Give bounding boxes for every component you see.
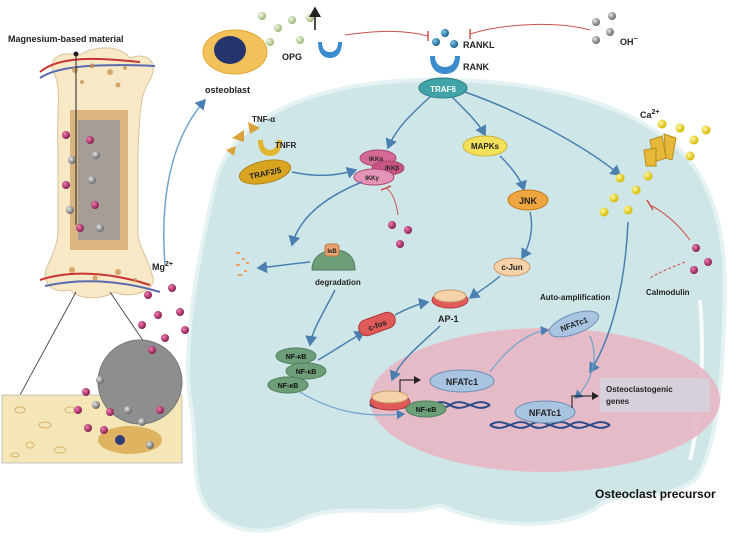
calcium-ions-outside [657, 119, 711, 161]
tnfr-label: TNFR [275, 141, 297, 150]
mg-label: Mg2+ [152, 261, 173, 272]
material-label: Magnesium-based material [8, 34, 124, 44]
rank-label: RANK [463, 62, 489, 72]
cell-type-label: Osteoclast precursor [595, 487, 716, 501]
ap1-on-dna [369, 390, 411, 411]
nucleus [370, 328, 720, 472]
jnk-node [507, 189, 549, 211]
traf6-label: TRAF6 [430, 85, 456, 94]
mg-ions-right [690, 244, 712, 274]
nfatc1-promoter-label: NFATc1 [529, 408, 561, 418]
oh-label: OH− [620, 36, 638, 47]
jnk-label: JNK [519, 196, 538, 206]
tnfr-receptor-icon [258, 140, 282, 156]
opg-label: OPG [282, 52, 302, 62]
bone-illustration [39, 47, 161, 299]
tnf-alpha-triangles [226, 122, 260, 156]
tnfa-label: TNF-α [252, 115, 275, 124]
osteoblast-label: osteoblast [205, 85, 250, 95]
traf6-node [418, 77, 468, 99]
cjun-label: c-Jun [501, 263, 522, 272]
traf25-node [238, 159, 292, 185]
nfatc1-nucleus-label: NFATc1 [446, 377, 478, 387]
nfkb-label-2: NF-κB [296, 369, 317, 376]
bone-mg-ions [62, 131, 104, 232]
nfatc1-nucleus-node [429, 369, 495, 393]
calcium-channel [643, 133, 677, 167]
ikkg-label: IKKγ [365, 176, 379, 182]
ikk-complex [353, 149, 405, 186]
hydroxide-ions [592, 12, 616, 44]
opg-receptor-icon [318, 42, 342, 58]
cjun-node [493, 257, 531, 277]
nfatc1-cytoplasm-node [548, 310, 600, 338]
nfkb-on-dna [405, 400, 447, 418]
mapks-label: MAPKs [471, 142, 500, 151]
nfkb-label-1: NF-κB [286, 354, 307, 361]
ap1-label: AP-1 [438, 314, 459, 324]
mg-ion-cluster [138, 284, 189, 354]
nfkb-stack [267, 347, 327, 394]
genes-label-line2: genes [606, 397, 630, 406]
ikb-label: IκB [327, 249, 337, 255]
implant-inset [1, 339, 183, 464]
osteoblast-cell [202, 29, 268, 75]
ca-label: Ca2+ [640, 109, 660, 120]
calcium-ions-inside [599, 171, 653, 217]
rank-receptor-icon [430, 56, 460, 74]
nfkb-label-3: NF-κB [278, 383, 299, 390]
nfatc1-promoter-node [514, 400, 576, 424]
nfkb-on-dna-label: NF-κB [416, 407, 437, 414]
ap1-complex [431, 289, 469, 309]
auto-amplification-label: Auto-amplification [540, 293, 610, 302]
cfos-node [358, 311, 396, 337]
genes-box [600, 378, 710, 412]
opg-particles [258, 12, 314, 46]
ikkb-label: IKKβ [385, 166, 399, 172]
degradation-label: degradation [315, 278, 361, 287]
cytoplasm-mg-ions [388, 221, 412, 248]
genes-label-line1: Osteoclastogenic [606, 385, 673, 394]
ikka-label: IKKα [369, 157, 383, 163]
mapks-node [462, 135, 508, 157]
calmodulin-label: Calmodulin [646, 288, 690, 297]
rankl-label: RANKL [463, 40, 495, 50]
rankl-ligand [432, 29, 458, 48]
degraded-fragments [236, 252, 249, 276]
